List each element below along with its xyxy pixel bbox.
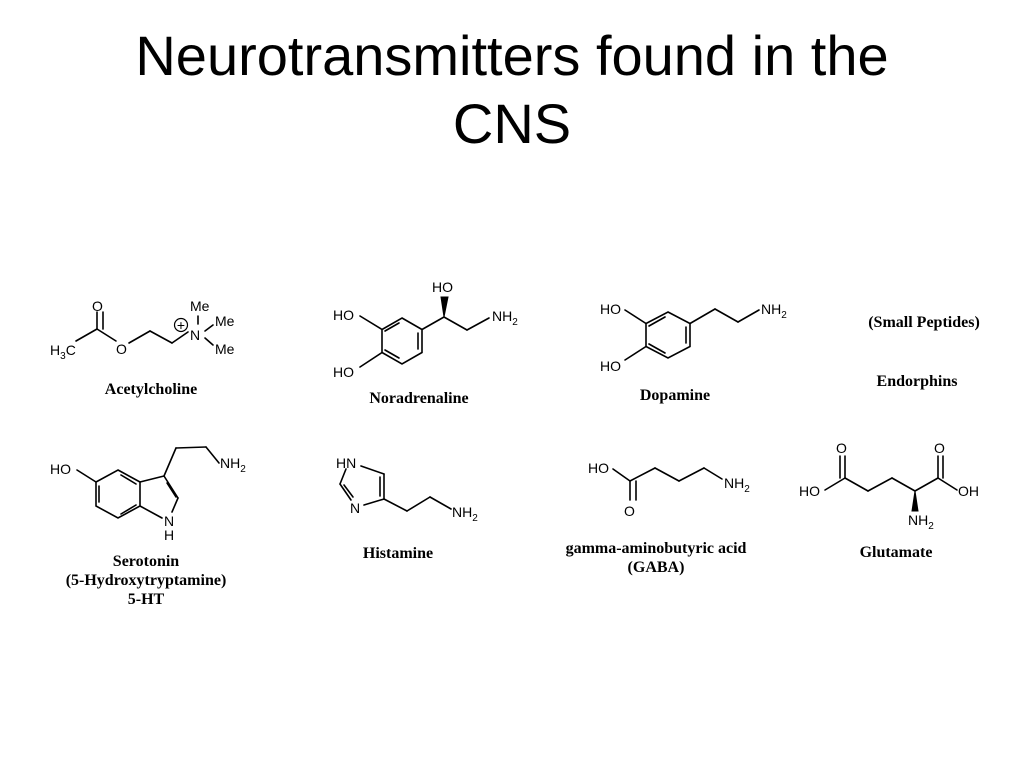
glutamate-structure: O O HO OH NH2 Glutamate — [799, 440, 979, 561]
molecule-name: Endorphins — [877, 373, 958, 390]
atom-label: HN — [336, 455, 356, 471]
positive-charge-icon — [173, 317, 189, 333]
atom-label: N — [190, 327, 200, 343]
molecule-abbreviation: (GABA) — [628, 559, 685, 576]
atom-label: OH — [958, 483, 979, 499]
molecule-name: Dopamine — [640, 387, 710, 404]
slide-title: Neurotransmitters found in the CNS — [0, 22, 1024, 158]
atom-label: O — [116, 341, 127, 357]
endorphins-block: (Small Peptides) Endorphins — [868, 314, 980, 390]
atom-label: NH2 — [492, 308, 518, 328]
atom-label: NH2 — [452, 504, 478, 524]
atom-label: NH2 — [761, 301, 787, 321]
atom-label: N — [164, 513, 174, 529]
atom-label: H3C — [50, 342, 76, 362]
atom-label: HO — [600, 301, 621, 317]
molecule-name-subtitle: (5-Hydroxytryptamine) — [66, 572, 227, 589]
molecule-name: Serotonin — [113, 553, 179, 570]
atom-label: H — [164, 527, 174, 543]
atom-label: O — [92, 298, 103, 314]
noradrenaline-structure: HO HO HO NH2 Noradrenaline — [333, 279, 518, 407]
title-line-1: Neurotransmitters found in the — [135, 24, 889, 87]
atom-label: HO — [333, 307, 354, 323]
atom-label: O — [934, 440, 945, 456]
dopamine-structure: HO HO NH2 Dopamine — [600, 301, 787, 404]
atom-label: Me — [190, 298, 210, 314]
atom-label: HO — [432, 279, 453, 295]
charge-symbol: + — [177, 317, 185, 333]
atom-label: HO — [333, 364, 354, 380]
atom-label: HO — [600, 358, 621, 374]
molecule-name: Acetylcholine — [105, 381, 197, 398]
atom-label: HO — [799, 483, 820, 499]
atom-label: O — [836, 440, 847, 456]
atom-label: NH2 — [908, 512, 934, 532]
molecule-note: (Small Peptides) — [868, 314, 980, 331]
atom-label: HO — [50, 461, 71, 477]
serotonin-structure: HO NH2 N H Serotonin (5-Hydroxytryptamin… — [50, 446, 246, 608]
molecule-name: gamma-aminobutyric acid — [566, 540, 747, 557]
gaba-structure: HO O NH2 gamma-aminobutyric acid (GABA) — [566, 460, 751, 576]
atom-label: O — [624, 503, 635, 519]
molecule-name: Glutamate — [860, 544, 933, 561]
atom-label: N — [350, 500, 360, 516]
molecule-abbreviation: 5-HT — [128, 591, 165, 608]
atom-label: HO — [588, 460, 609, 476]
atom-label: Me — [215, 341, 235, 357]
title-line-2: CNS — [452, 92, 572, 155]
atom-label: Me — [215, 313, 235, 329]
acetylcholine-structure: + O O H3C N Me Me Me Acetylcholine — [50, 298, 235, 398]
atom-label: NH2 — [220, 455, 246, 475]
histamine-structure: HN N NH2 Histamine — [336, 455, 478, 562]
atom-label: NH2 — [724, 475, 750, 495]
molecule-name: Noradrenaline — [369, 390, 468, 407]
molecule-name: Histamine — [363, 545, 433, 562]
